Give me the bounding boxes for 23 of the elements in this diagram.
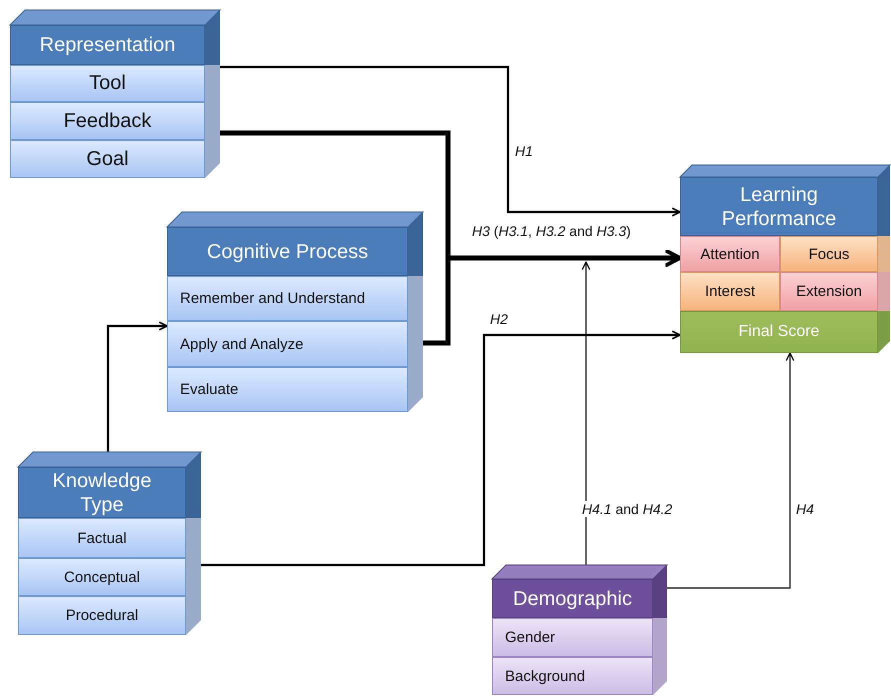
arrow	[220, 66, 681, 216]
arrow	[582, 261, 590, 565]
category-block	[18, 452, 201, 635]
category-block	[10, 10, 220, 178]
edge-label: H4.1 and H4.2	[580, 501, 674, 517]
edge-label: H1	[513, 143, 535, 159]
edge-label: H3 (H3.1, H3.2 and H3.3)	[470, 223, 633, 239]
category-block	[680, 165, 890, 353]
block-row: Interest	[680, 272, 780, 311]
block-header: Learning Performance	[680, 177, 878, 236]
category-block	[492, 565, 667, 695]
edge-label: H4	[794, 501, 816, 517]
arrow	[106, 322, 168, 452]
block-header: Demographic	[492, 579, 653, 618]
edge-label: H2	[488, 311, 510, 327]
arrow	[667, 352, 794, 589]
arrow	[423, 249, 682, 346]
block-row: Attention	[680, 236, 780, 272]
block-header: Representation	[10, 25, 205, 65]
block-header: Cognitive Process	[167, 227, 408, 276]
arrow	[201, 330, 681, 566]
category-block	[167, 212, 423, 412]
block-header: Knowledge Type	[18, 467, 186, 518]
